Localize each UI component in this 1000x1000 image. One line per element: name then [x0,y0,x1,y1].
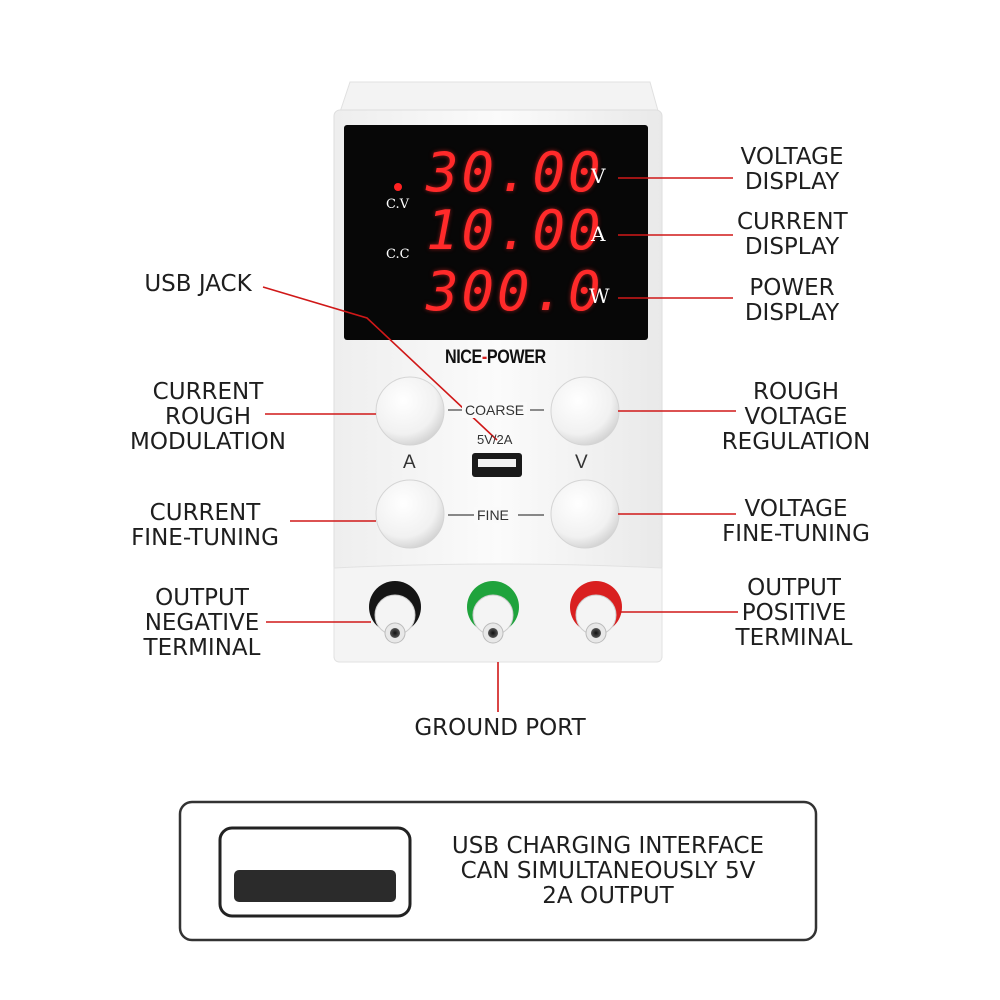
label-current-rough: CURRENT ROUGH MODULATION [130,379,286,455]
label-voltage-fine: VOLTAGE FINE-TUNING [722,496,870,547]
brand-name: NICE [445,347,482,368]
fine-label: FINE [474,507,512,523]
info-box-text: USB CHARGING INTERFACE CAN SIMULTANEOUSL… [451,833,765,909]
brand-separator: - [481,347,487,368]
terminal-negative[interactable] [369,581,421,644]
cv-indicator-led [394,183,402,191]
usb-rating-label: 5V/2A [477,432,513,447]
voltage-unit: V [591,164,606,188]
terminal-positive[interactable] [570,581,622,644]
brand-suffix: POWER [486,347,546,368]
power-reading: 300.0 [426,260,604,323]
label-output-negative: OUTPUT NEGATIVE TERMINAL [143,585,261,661]
label-current-display: CURRENT DISPLAY [737,209,848,260]
voltage-reading: 30.00 [426,141,604,204]
current-reading: 10.00 [426,199,604,262]
knob-voltage-coarse[interactable] [550,376,620,446]
usb-port[interactable] [472,453,522,477]
display-panel [344,125,648,340]
cc-mode-label: C.C [386,247,410,262]
brand-logo: NICE-POWER [445,347,546,369]
knob-current-fine[interactable] [375,479,445,549]
callout-line-usb-jack [262,286,498,441]
knob-voltage-fine[interactable] [550,479,620,549]
label-output-positive: OUTPUT POSITIVE TERMINAL [735,575,853,651]
knob-voltage-label: V [575,452,588,473]
label-usb-jack: USB JACK [144,271,252,297]
label-voltage-display: VOLTAGE DISPLAY [740,144,844,195]
label-rough-voltage: ROUGH VOLTAGE REGULATION [721,379,871,455]
usb-port-tongue [234,870,396,902]
coarse-label: COARSE [462,402,528,418]
knob-current-label: A [403,452,416,473]
knob-current-coarse[interactable] [375,376,445,446]
label-power-display: POWER DISPLAY [744,275,840,326]
current-unit: A [591,222,606,246]
power-unit: W [589,284,610,308]
label-current-fine: CURRENT FINE-TUNING [131,500,279,551]
label-ground-port: GROUND PORT [414,715,586,741]
cv-mode-label: C.V [386,197,410,212]
terminal-ground[interactable] [467,581,519,644]
